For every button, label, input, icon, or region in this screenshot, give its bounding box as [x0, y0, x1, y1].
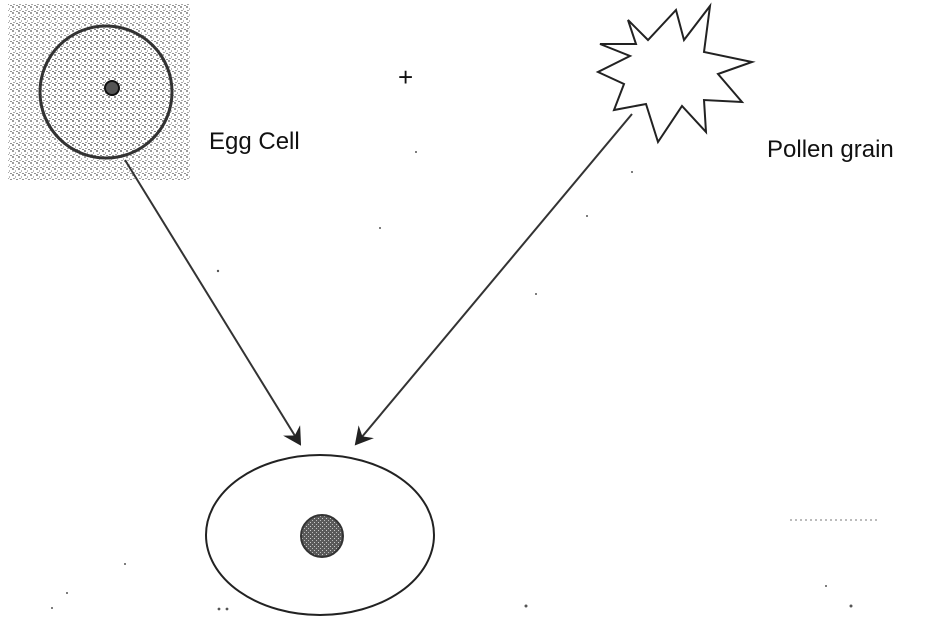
scan-specks	[51, 151, 880, 610]
egg-cell-label: Egg Cell	[209, 128, 300, 156]
zygote	[206, 455, 434, 615]
egg-cell-nucleus	[105, 81, 119, 95]
arrow-pollen-to-zygote	[356, 114, 632, 444]
pollen-grain-shape	[598, 6, 752, 142]
egg-cell	[8, 4, 190, 180]
arrow-egg-to-zygote	[125, 160, 300, 444]
zygote-nucleus	[301, 515, 343, 557]
plus-sign: +	[398, 62, 413, 93]
pollen-grain-label: Pollen grain	[767, 136, 894, 164]
